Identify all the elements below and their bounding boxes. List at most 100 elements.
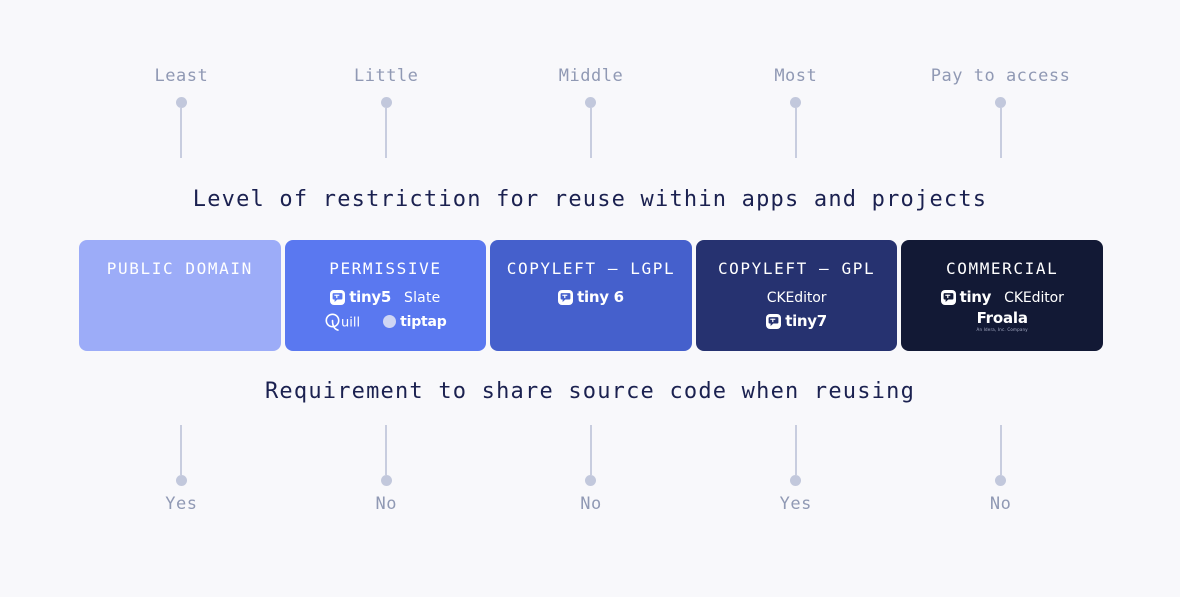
bottom-scale-marker-4: No [898,425,1103,513]
license-card-title: PUBLIC DOMAIN [106,259,253,278]
bottom-scale-markers: Yes No No Yes No [79,425,1103,513]
pin-marker-icon [380,97,392,158]
top-scale-marker-4: Pay to access [898,68,1103,158]
tiptap-logo: tiptap [383,313,447,330]
froala-logo-label: Froala [976,309,1028,327]
pin-marker-icon [175,425,187,486]
logo-row: tiny CKEditor [940,288,1064,307]
pin-stem-icon [999,425,1002,475]
license-card-title: PERMISSIVE [329,259,442,278]
slate-logo: Slate [404,291,440,305]
pin-stem-icon [385,108,388,158]
tiny-logo-icon [330,290,346,305]
logo-row: CKEditor [767,288,827,307]
pin-stem-icon [999,108,1002,158]
top-scale-marker-label: Little [353,66,419,86]
top-scale-marker-label: Pay to access [930,66,1071,86]
logo-row: uill tiptap [324,312,447,332]
ckeditor-logo-label: CKEditor [1004,289,1064,306]
tiptap-logo-label: tiptap [400,313,447,330]
license-card-3[interactable]: COPYLEFT — GPL CKEditor tiny7 [695,240,898,351]
top-scale-marker-label: Middle [558,66,624,86]
pin-dot-icon [585,475,597,486]
froala-logo-subtitle: An Idera, Inc. Company [976,327,1028,332]
pin-marker-icon [585,97,597,158]
license-card-1[interactable]: PERMISSIVE tiny5 Slate uill tiptap [284,240,487,351]
pin-stem-icon [589,425,592,475]
top-scale-marker-0: Least [79,68,284,158]
top-scale-marker-label: Least [154,66,209,86]
license-card-title: COPYLEFT — GPL [717,259,876,278]
pin-dot-icon [995,97,1007,108]
license-card-strip: PUBLIC DOMAIN PERMISSIVE tiny5 Slate uill tip… [79,240,1103,351]
slate-logo-label: Slate [404,289,441,306]
pin-dot-icon [790,97,802,108]
top-scale-marker-1: Little [284,68,489,158]
pin-marker-icon [790,425,802,486]
tiny-logo-label: tiny [959,288,992,306]
top-scale-marker-3: Most [693,68,898,158]
ckeditor-logo-label: CKEditor [766,289,827,306]
pin-marker-icon [790,97,802,158]
tiny-logo: tiny [940,288,992,306]
license-card-logos: CKEditor tiny7 [766,288,827,331]
pin-dot-icon [995,475,1007,486]
pin-stem-icon [180,108,183,158]
bottom-scale-marker-0: Yes [79,425,284,513]
quill-logo-icon: uill [324,312,370,332]
tiny-logo-label: tiny 6 [577,288,624,306]
pin-stem-icon [589,108,592,158]
tiny-logo-icon [766,314,782,329]
top-scale-heading: Level of restriction for reuse within ap… [192,187,988,212]
pin-dot-icon [790,475,802,486]
bottom-scale-marker-label: No [989,494,1012,514]
tiptap-logo-icon [383,315,397,328]
tiny-logo-label: tiny7 [785,312,827,330]
tiny-logo-label: tiny5 [349,288,391,306]
svg-text:uill: uill [341,315,360,330]
logo-row: tiny 6 [558,288,624,307]
tiny-logo-icon [558,290,574,305]
pin-marker-icon [585,425,597,486]
bottom-scale-marker-label: No [580,494,602,514]
ckeditor-logo: CKEditor [1004,291,1064,305]
license-card-logos: tiny 6 [558,288,624,307]
license-card-title: COMMERCIAL [946,259,1059,278]
logo-row: tiny5 Slate [330,288,440,307]
license-card-2[interactable]: COPYLEFT — LGPL tiny 6 [490,240,692,351]
pin-marker-icon [175,97,187,158]
bottom-scale-marker-1: No [284,425,489,513]
tiny-logo-icon [940,290,956,305]
pin-dot-icon [175,475,187,486]
pin-dot-icon [380,475,392,486]
quill-logo: uill [324,312,370,332]
pin-dot-icon [175,97,187,108]
bottom-scale-marker-label: Yes [779,494,812,514]
top-scale-markers: Least Little Middle Most Pay to access [79,68,1103,158]
pin-stem-icon [794,425,797,475]
pin-marker-icon [995,97,1007,158]
ckeditor-logo: CKEditor [767,291,827,305]
pin-dot-icon [380,97,392,108]
pin-marker-icon [995,425,1007,486]
top-scale-marker-label: Most [774,66,818,86]
bottom-scale-marker-label: No [375,494,397,514]
bottom-scale-marker-2: No [489,425,694,513]
pin-dot-icon [585,97,597,108]
bottom-scale-marker-label: Yes [165,494,198,514]
license-card-logos: tiny5 Slate uill tiptap [324,288,447,332]
tiny-logo: tiny 6 [558,290,624,305]
tiny-logo: tiny5 [330,290,391,305]
top-scale-marker-2: Middle [489,68,694,158]
pin-stem-icon [385,425,388,475]
bottom-scale-marker-3: Yes [693,425,898,513]
pin-stem-icon [180,425,183,475]
license-card-title: COPYLEFT — LGPL [506,259,676,278]
license-card-0[interactable]: PUBLIC DOMAIN [79,240,281,351]
